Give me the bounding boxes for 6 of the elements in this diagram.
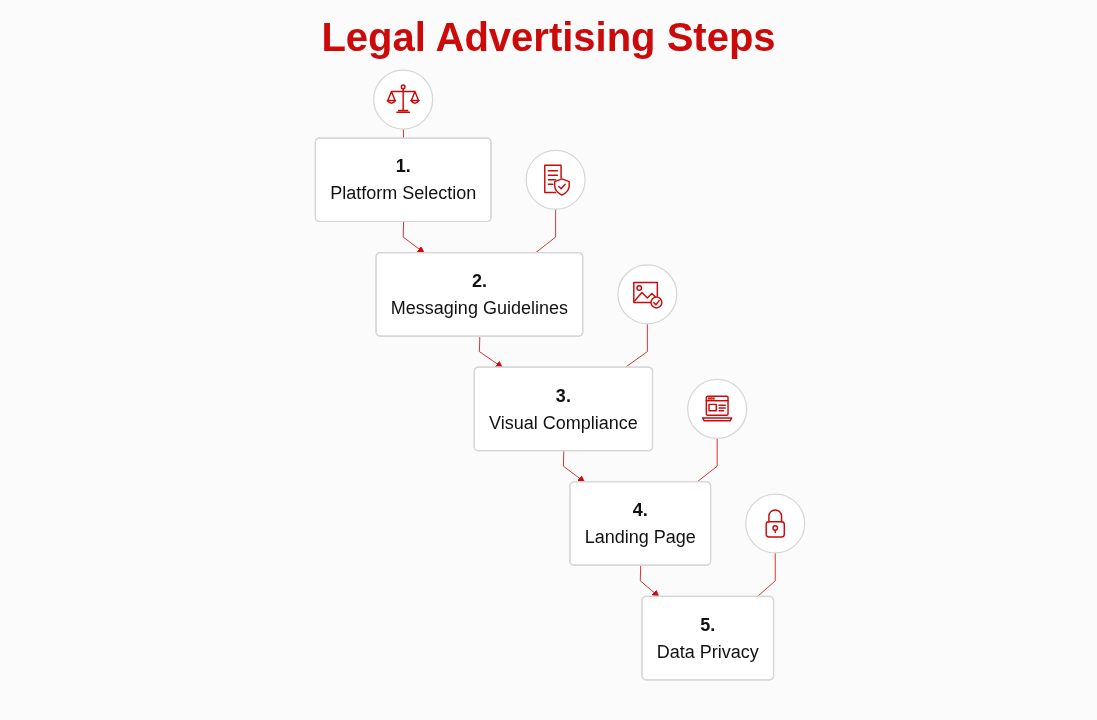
node-circle [744,493,805,554]
diagram-title: Legal Advertising Steps [321,14,776,60]
node-circle [372,69,433,130]
node-circle [525,149,586,210]
node-circle [616,264,677,325]
node-circle [686,378,747,439]
